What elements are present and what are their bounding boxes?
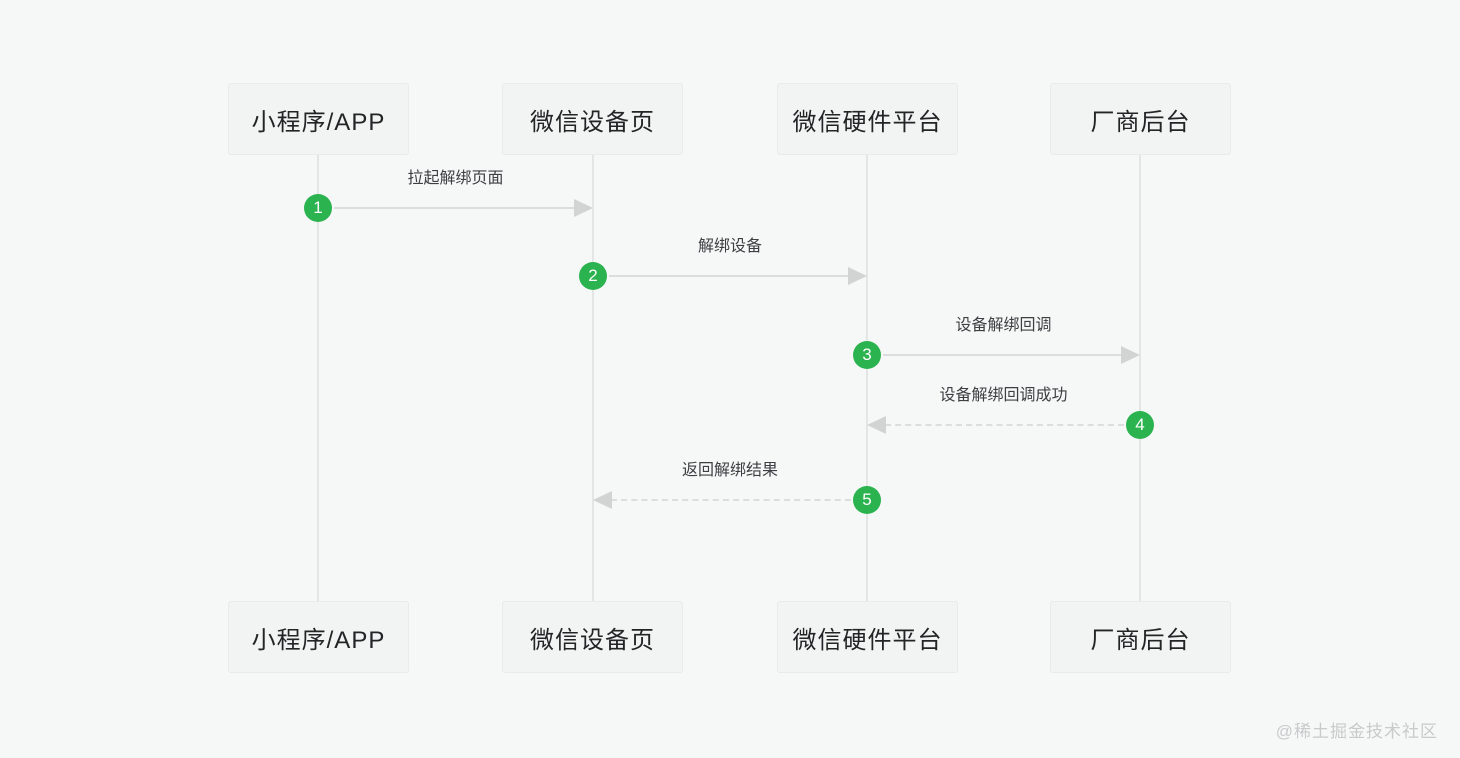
- message-4-label: 设备解绑回调成功: [939, 387, 1068, 404]
- message-1-label: 拉起解绑页面: [407, 170, 504, 187]
- arrow-left-icon: [593, 491, 612, 509]
- message-4: 设备解绑回调成功 4: [867, 387, 1154, 439]
- message-1: 拉起解绑页面 1: [304, 170, 593, 222]
- participant-box-mini-app-bottom: 小程序/APP: [228, 601, 409, 673]
- participant-box-vendor-backend: 厂商后台: [1050, 83, 1231, 155]
- watermark-text: @稀土掘金技术社区: [1275, 722, 1438, 741]
- lifeline-mini-app: [317, 155, 319, 601]
- arrow-right-icon: [848, 267, 867, 285]
- participant-box-wechat-device-page: 微信设备页: [502, 83, 683, 155]
- step-badge-5: 5: [853, 486, 881, 514]
- message-5-label: 返回解绑结果: [681, 462, 778, 479]
- arrow-left-icon: [867, 416, 886, 434]
- message-2-line: [609, 275, 849, 277]
- message-3-label: 设备解绑回调: [955, 317, 1052, 334]
- participant-box-wechat-hardware-platform-bottom: 微信硬件平台: [777, 601, 958, 673]
- message-2-label: 解绑设备: [697, 238, 762, 255]
- arrow-right-icon: [574, 199, 593, 217]
- lifeline-wechat-device-page: [592, 155, 594, 601]
- participant-box-wechat-hardware-platform: 微信硬件平台: [777, 83, 958, 155]
- message-5: 返回解绑结果 5: [593, 462, 881, 514]
- lifeline-wechat-hardware-platform: [866, 155, 868, 601]
- message-2: 解绑设备 2: [579, 238, 867, 290]
- message-3: 设备解绑回调 3: [853, 317, 1140, 369]
- step-badge-4: 4: [1126, 411, 1154, 439]
- message-4-line: [885, 424, 1124, 426]
- lifeline-vendor-backend: [1139, 155, 1141, 601]
- arrow-right-icon: [1121, 346, 1140, 364]
- participant-box-vendor-backend-bottom: 厂商后台: [1050, 601, 1231, 673]
- message-5-line: [611, 499, 851, 501]
- participant-box-mini-app: 小程序/APP: [228, 83, 409, 155]
- message-3-line: [883, 354, 1122, 356]
- step-badge-3: 3: [853, 341, 881, 369]
- step-badge-2: 2: [579, 262, 607, 290]
- participant-box-wechat-device-page-bottom: 微信设备页: [502, 601, 683, 673]
- step-badge-1: 1: [304, 194, 332, 222]
- message-1-line: [334, 207, 575, 209]
